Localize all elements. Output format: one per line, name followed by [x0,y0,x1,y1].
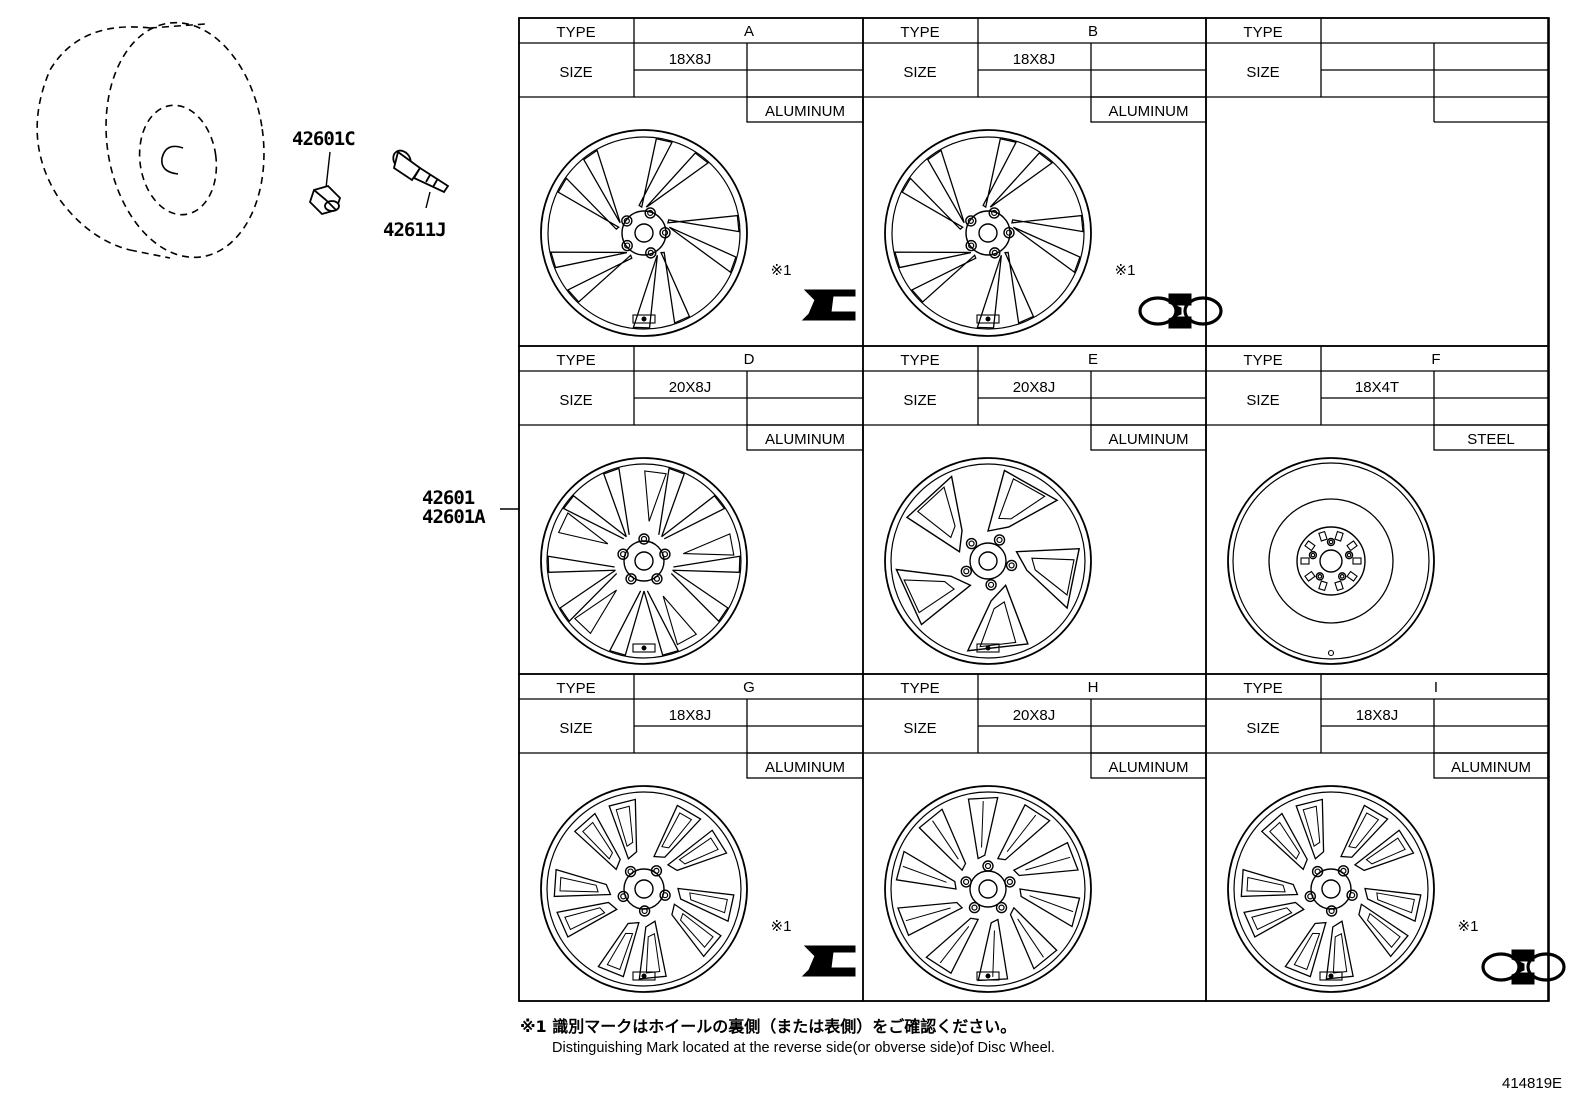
part-number-valve: 42611J [383,219,447,241]
wheel-cell-d: TYPE SIZE D 20X8J ALUMINUM [518,345,864,675]
type-label: TYPE [556,24,595,41]
type-value: G [743,679,755,696]
type-label: TYPE [556,352,595,369]
size-value: 20X8J [669,379,712,396]
valve-icon [392,149,450,209]
material-value: ALUMINUM [1451,759,1531,776]
type-value: E [1088,351,1098,368]
type-value: A [744,23,754,40]
material-value: STEEL [1467,431,1515,448]
size-label: SIZE [559,64,592,81]
material-value: ALUMINUM [1108,431,1188,448]
wheel-cell-h: TYPE SIZE H 20X8J ALUMINUM [862,673,1207,1002]
type-label: TYPE [900,352,939,369]
footnote-english: Distinguishing Mark located at the rever… [552,1040,1055,1056]
mark-b-icon [1138,293,1223,329]
wheel-icon [1227,457,1435,665]
mark-note: ※1 [1458,918,1479,935]
type-label: TYPE [1243,24,1282,41]
mark-a-icon [801,289,856,321]
document-number: 414819E [1502,1075,1563,1092]
part-number-wheel: 42601 [422,487,475,509]
part-number-wheel-alt: 42601A [422,506,486,528]
material-value: ALUMINUM [1108,759,1188,776]
size-value: 18X8J [669,51,712,68]
wheel-icon [540,457,748,665]
type-label: TYPE [900,24,939,41]
mark-b-icon [1481,949,1566,985]
mark-note: ※1 [771,262,792,279]
size-value: 18X4T [1355,379,1399,396]
wheel-icon [540,129,748,337]
lug-nut-icon [308,151,342,216]
size-label: SIZE [559,720,592,737]
wheel-icon [884,129,1092,337]
wheel-icon [884,457,1092,665]
part-number-lug-nut: 42601C [292,128,356,150]
type-value: F [1431,351,1440,368]
tire-hub-icon [161,145,184,175]
size-label: SIZE [559,392,592,409]
wheel-cell-g: TYPE SIZE G 18X8J ALUMINUM ※1 [518,673,864,1002]
type-value: D [744,351,755,368]
type-label: TYPE [556,680,595,697]
mark-note: ※1 [1115,262,1136,279]
wheel-cell-f: TYPE SIZE F 18X4T STEEL [1205,345,1549,675]
wheel-icon [540,785,748,993]
size-value: 20X8J [1013,379,1056,396]
mark-note: ※1 [771,918,792,935]
mark-a-icon [801,945,856,977]
type-value: B [1088,23,1098,40]
type-value: I [1434,679,1438,696]
type-label: TYPE [1243,352,1282,369]
material-value: ALUMINUM [1108,103,1188,120]
size-label: SIZE [903,720,936,737]
size-value: 18X8J [1013,51,1056,68]
size-label: SIZE [1246,64,1279,81]
size-label: SIZE [1246,720,1279,737]
type-value: H [1088,679,1099,696]
wheel-cell-a: TYPE SIZE A 18X8J ALUMINUM ※1 [518,17,864,347]
footnote-japanese: ※1 識別マークはホイールの裏側（または表側）をご確認ください。 [520,1017,1017,1036]
wheel-cell-empty: TYPE SIZE [1205,17,1549,347]
size-value: 18X8J [1356,707,1399,724]
wheel-icon [1227,785,1435,993]
wheel-cell-i: TYPE SIZE I 18X8J ALUMINUM ※1 [1205,673,1566,1002]
material-value: ALUMINUM [765,431,845,448]
tire-illustration [36,21,265,259]
size-label: SIZE [1246,392,1279,409]
size-label: SIZE [903,64,936,81]
wheel-icon [884,785,1092,993]
wheel-type-table: TYPESIZEA18X8JALUMINUM※1TYPESIZEB18X8JAL… [518,17,1566,1002]
material-value: ALUMINUM [765,759,845,776]
size-label: SIZE [903,392,936,409]
size-value: 20X8J [1013,707,1056,724]
wheel-cell-b: TYPE SIZE B 18X8J ALUMINUM ※1 [862,17,1223,347]
type-label: TYPE [1243,680,1282,697]
material-value: ALUMINUM [765,103,845,120]
size-value: 18X8J [669,707,712,724]
type-label: TYPE [900,680,939,697]
wheel-cell-e: TYPE SIZE E 20X8J ALUMINUM [862,345,1207,675]
